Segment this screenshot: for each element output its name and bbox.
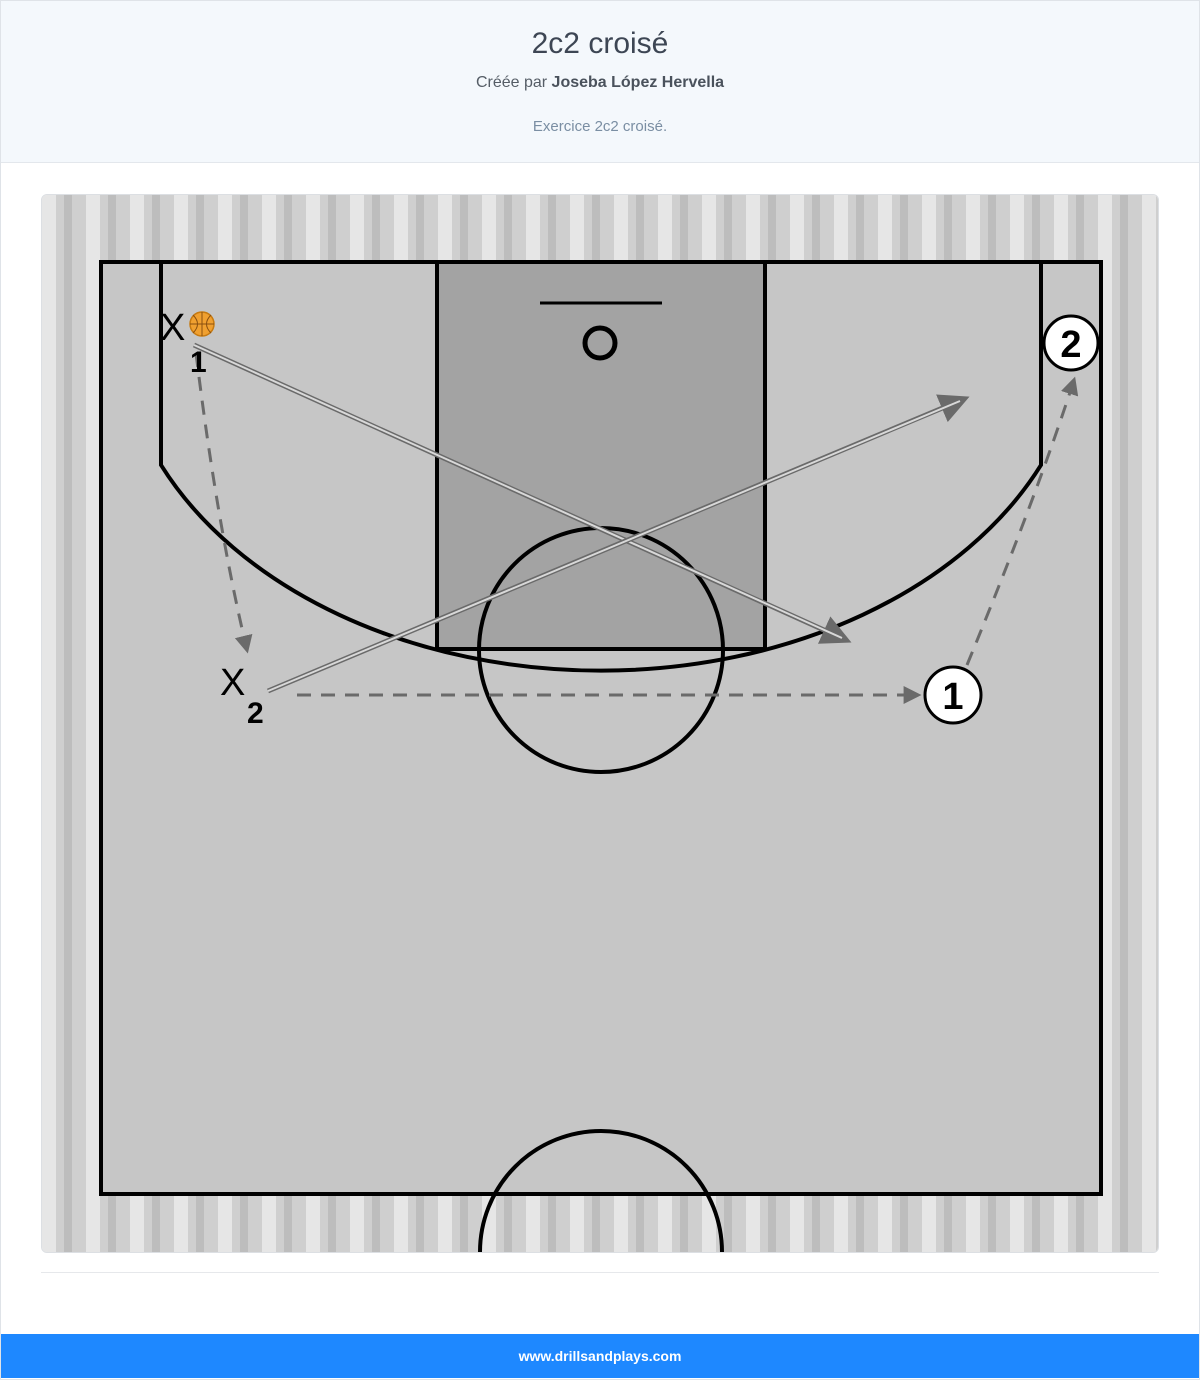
cut-line-x1-inner bbox=[193, 344, 843, 639]
defender-x1-letter: X bbox=[160, 307, 185, 349]
site-footer: www.drillsandplays.com bbox=[1, 1334, 1199, 1378]
attacker-2: 2 bbox=[1042, 314, 1100, 372]
content-divider bbox=[41, 1272, 1159, 1273]
defender-x2-number: 2 bbox=[247, 697, 264, 730]
drill-title: 2c2 croisé bbox=[531, 27, 669, 60]
defender-x2-letter: X bbox=[220, 662, 245, 704]
footer-site-link[interactable]: www.drillsandplays.com bbox=[518, 1348, 682, 1364]
cut-line-x2-inner bbox=[267, 400, 961, 692]
attacker-1: 1 bbox=[923, 665, 983, 725]
basketball-seams bbox=[190, 312, 214, 336]
defender-x2: X 2 bbox=[220, 662, 264, 730]
author-prefix: Créée par bbox=[475, 74, 548, 91]
hoop-icon bbox=[582, 325, 618, 361]
attacker-2-number: 2 bbox=[1060, 324, 1081, 366]
drill-author: Créée par Joseba López Hervella bbox=[1, 74, 1199, 92]
drill-description: Exercice 2c2 croisé. bbox=[532, 118, 668, 135]
center-circle bbox=[478, 1129, 724, 1252]
paint-area bbox=[437, 262, 765, 649]
court-svg: X 1 X 2 1 2 bbox=[42, 195, 1158, 1252]
three-point-line bbox=[159, 262, 1043, 673]
move-line-1 bbox=[965, 376, 1079, 666]
defender-x1-number: 1 bbox=[190, 346, 207, 379]
attacker-1-circle bbox=[923, 665, 983, 725]
attacker-2-circle bbox=[1042, 314, 1100, 372]
drill-header: 2c2 croisé Créée par Joseba López Hervel… bbox=[1, 1, 1199, 163]
dribble-line-x1 bbox=[194, 352, 253, 654]
defender-x1: X 1 bbox=[160, 307, 215, 379]
attacker-1-number: 1 bbox=[942, 676, 963, 718]
drill-diagram: X 1 X 2 1 2 bbox=[41, 194, 1159, 1253]
author-name[interactable]: Joseba López Hervella bbox=[551, 74, 725, 91]
